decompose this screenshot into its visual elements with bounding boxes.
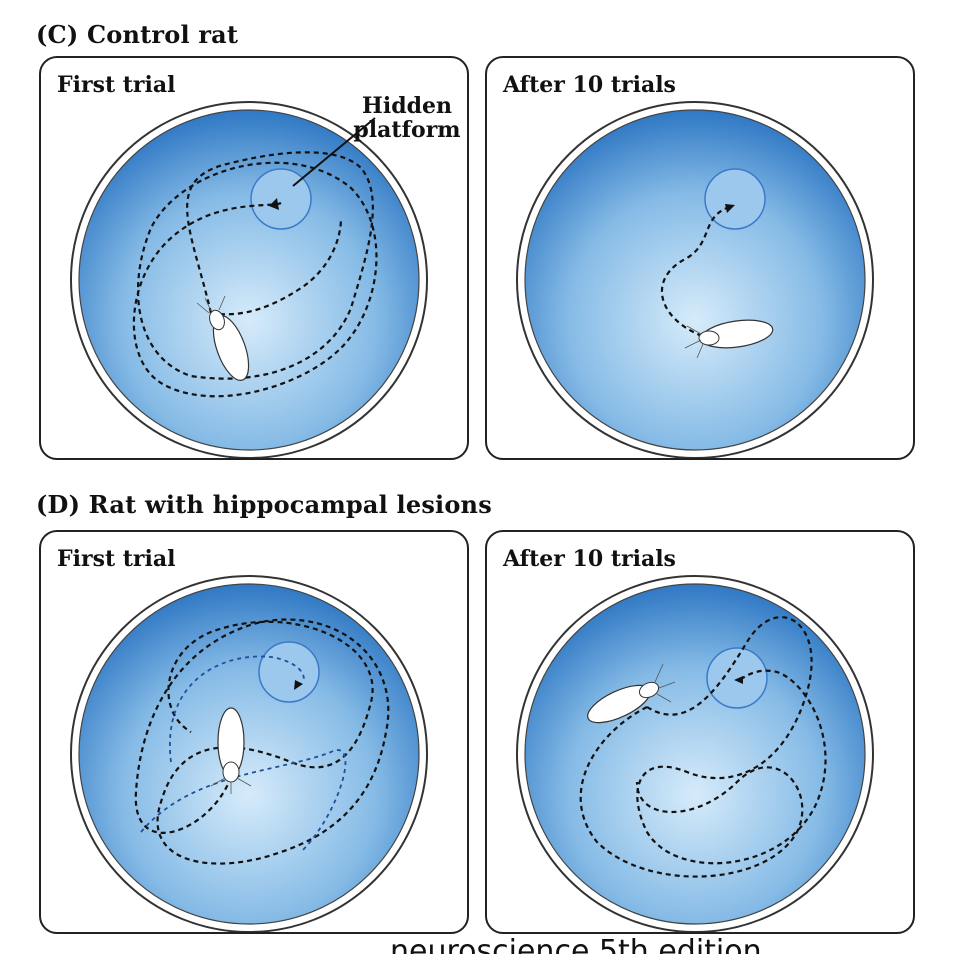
hidden-platform [258, 641, 320, 703]
pool-figure-control-first [70, 101, 428, 458]
path-arrow [734, 676, 743, 684]
pool-water [78, 583, 420, 925]
swim-path [579, 616, 827, 878]
panel-control-after-10-trials: After 10 trials [485, 56, 915, 460]
footer-fragment: neuroscience 5th edition [0, 930, 968, 954]
heading-control-rat: (C) Control rat [36, 20, 239, 49]
path-arrow [294, 680, 303, 690]
swim-path [134, 618, 390, 865]
pool-water [78, 109, 420, 451]
panel-lesion-first-trial: First trial [39, 530, 469, 934]
pool-water [524, 583, 866, 925]
rat-icon [210, 707, 252, 794]
path-arrow [725, 204, 735, 213]
rat-icon [587, 663, 676, 724]
pool-water [524, 109, 866, 451]
rat-icon [196, 295, 250, 381]
panel-title: First trial [57, 546, 176, 572]
panel-title: First trial [57, 72, 176, 98]
footer-text: neuroscience 5th edition [390, 934, 762, 954]
panel-title: After 10 trials [503, 72, 676, 98]
hidden-platform [706, 647, 768, 709]
hidden-platform [704, 168, 766, 230]
pool-figure-lesion-after [516, 575, 874, 932]
swim-path [132, 151, 378, 398]
pool-figure-lesion-first [70, 575, 428, 932]
panel-lesion-after-10-trials: After 10 trials [485, 530, 915, 934]
rat-icon [684, 319, 774, 359]
heading-lesion-rat: (D) Rat with hippocampal lesions [36, 490, 492, 519]
callout-line [292, 117, 376, 187]
pool-figure-control-after [516, 101, 874, 458]
path-arrow [269, 198, 279, 210]
swim-path-alt [140, 655, 347, 853]
panel-title: After 10 trials [503, 546, 676, 572]
